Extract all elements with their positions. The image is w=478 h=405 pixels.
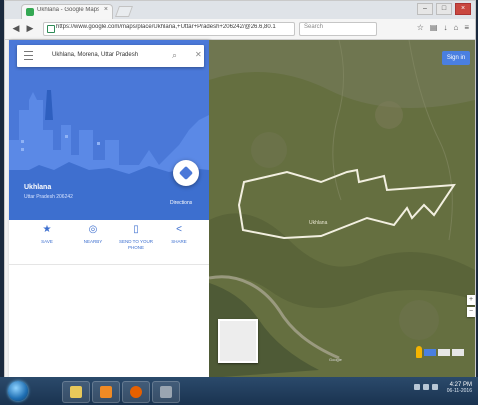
clear-search-icon[interactable]: ✕ [195, 50, 202, 59]
download-icon[interactable]: ↓ [443, 23, 448, 32]
browser-tab-strip: Ukhlana - Google Maps × – □ × [5, 1, 475, 19]
place-hero-image: Ukhlana, Morena, Uttar Pradesh ⌕ ✕ Ukhla… [9, 40, 209, 220]
maps-favicon-icon [26, 8, 34, 16]
send-to-phone-action[interactable]: ▯ SEND TO YOUR PHONE [114, 224, 158, 250]
send-to-phone-label: SEND TO YOUR PHONE [118, 239, 153, 250]
tab-title: Ukhlana - Google Maps [37, 7, 99, 13]
back-icon[interactable]: ◀ [12, 23, 20, 33]
taskbar-app[interactable] [152, 381, 180, 403]
browser-search-input[interactable]: Search [299, 22, 377, 36]
star-icon[interactable]: ☆ [416, 23, 424, 32]
zoom-out-button[interactable]: − [467, 307, 475, 317]
toolbar-icons: ☆ ▤ ↓ ⌂ ≡ [417, 23, 469, 32]
directions-label: Directions [170, 200, 193, 206]
browser-search-placeholder: Search [304, 24, 324, 30]
media-icon [100, 386, 112, 398]
place-name: Ukhlana [24, 184, 52, 191]
minimize-button[interactable]: – [417, 3, 433, 15]
map-label-place: Ukhlana [309, 220, 328, 226]
maps-search-text: Ukhlana, Morena, Uttar Pradesh [52, 52, 139, 58]
clock-time: 4:27 PM [449, 382, 472, 388]
share-label: SHARE [171, 239, 187, 244]
forward-icon[interactable]: ▶ [26, 23, 34, 33]
place-panel: Ukhlana, Morena, Uttar Pradesh ⌕ ✕ Ukhla… [9, 40, 209, 378]
save-action[interactable]: ★ SAVE [25, 224, 69, 245]
place-subtitle: Uttar Pradesh 206242 [24, 194, 73, 200]
taskbar-media[interactable] [92, 381, 120, 403]
app-icon [160, 386, 172, 398]
clock-date: 06-11-2016 [446, 388, 472, 394]
place-title-bar: Ukhlana Uttar Pradesh 206242 Directions [9, 160, 209, 220]
firefox-icon [130, 386, 142, 398]
map-chip[interactable] [438, 348, 450, 356]
directions-icon [178, 165, 194, 181]
phone-icon: ▯ [133, 224, 139, 235]
taskbar-explorer[interactable] [62, 381, 90, 403]
volume-icon[interactable] [423, 384, 429, 390]
sign-in-button[interactable]: Sign in [442, 51, 470, 65]
nearby-label: NEARBY [83, 239, 103, 244]
flag-icon[interactable] [432, 384, 438, 390]
directions-button[interactable] [173, 160, 199, 186]
zoom-controls: + − [467, 295, 475, 319]
star-icon: ★ [42, 224, 52, 235]
hamburger-menu-icon[interactable] [24, 51, 33, 60]
zoom-in-button[interactable]: + [467, 295, 475, 305]
taskbar-firefox[interactable] [122, 381, 150, 403]
browser-toolbar: ◀ ▶ https://www.google.com/maps/place/Uk… [5, 19, 475, 40]
menu-icon[interactable]: ≡ [464, 23, 469, 32]
satellite-map[interactable]: Ukhlana Sign in + − Google [209, 40, 475, 378]
window-controls: – □ × [417, 3, 471, 15]
map-chip[interactable] [452, 348, 464, 356]
search-icon[interactable]: ⌕ [172, 50, 178, 60]
address-bar[interactable]: https://www.google.com/maps/place/Ukhlan… [43, 22, 295, 36]
screen: Ukhlana - Google Maps × – □ × ◀ ▶ https:… [4, 0, 476, 402]
pegman-icon[interactable] [416, 346, 422, 358]
place-actions: ★ SAVE ◎ NEARBY ▯ SEND TO YOUR PHONE < S… [9, 224, 209, 265]
save-label: SAVE [41, 239, 53, 244]
map-chip[interactable] [424, 348, 436, 356]
map-bottom-controls [416, 346, 464, 358]
bookmarks-icon[interactable]: ▤ [429, 23, 438, 32]
browser-tab[interactable]: Ukhlana - Google Maps × [21, 4, 113, 19]
start-button[interactable] [8, 381, 28, 401]
folder-icon [70, 386, 82, 398]
boundary-outline [237, 168, 456, 240]
tab-close-icon[interactable]: × [103, 6, 108, 13]
url-text: https://www.google.com/maps/place/Ukhlan… [56, 24, 276, 30]
nearby-action[interactable]: ◎ NEARBY [71, 224, 115, 245]
lock-icon [47, 25, 55, 33]
home-icon[interactable]: ⌂ [453, 23, 459, 32]
maps-search-box[interactable]: Ukhlana, Morena, Uttar Pradesh ⌕ ✕ [17, 45, 204, 67]
share-action[interactable]: < SHARE [157, 224, 201, 245]
map-type-toggle[interactable] [218, 319, 258, 363]
windows-taskbar: 4:27 PM 06-11-2016 [0, 377, 478, 405]
nearby-icon: ◎ [88, 224, 98, 235]
close-window-button[interactable]: × [455, 3, 471, 15]
clock[interactable]: 4:27 PM 06-11-2016 [447, 382, 472, 394]
new-tab-button[interactable] [114, 6, 134, 17]
map-attribution: Google [329, 357, 342, 362]
network-icon[interactable] [414, 384, 420, 390]
maximize-button[interactable]: □ [436, 3, 452, 15]
system-tray [414, 384, 438, 390]
share-icon: < [176, 224, 182, 235]
